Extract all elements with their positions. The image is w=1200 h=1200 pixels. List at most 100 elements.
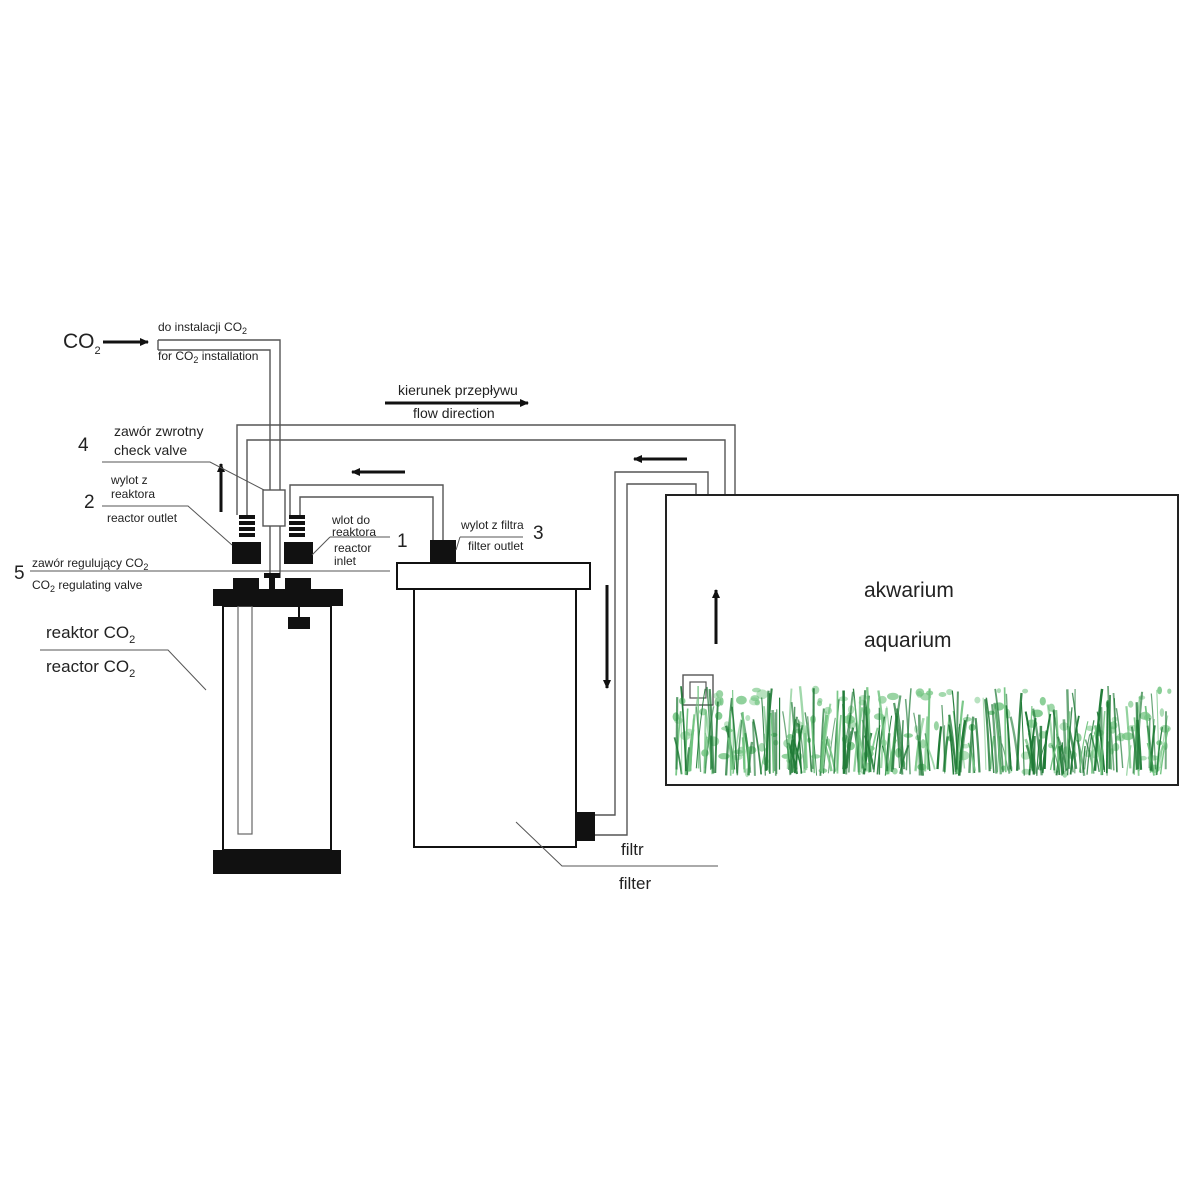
plant-blade bbox=[985, 697, 995, 774]
plant-blade bbox=[885, 733, 891, 772]
plant-blade bbox=[904, 698, 911, 775]
reactor-label-en: reactor CO2 bbox=[46, 657, 135, 680]
plant-blade bbox=[1150, 693, 1157, 770]
plant-blade bbox=[1100, 711, 1106, 774]
plant-leaf bbox=[749, 697, 760, 706]
filter-label-pl: filtr bbox=[621, 840, 644, 859]
plant-blade bbox=[899, 744, 910, 774]
plant-blade bbox=[797, 723, 803, 774]
plant-blade bbox=[905, 688, 912, 771]
plant-blade bbox=[1159, 727, 1170, 775]
regulating-valve-number: 5 bbox=[14, 563, 25, 584]
flow-direction-label-pl: kierunek przepływu bbox=[398, 382, 518, 398]
plant-blade bbox=[876, 716, 886, 775]
plant-blade bbox=[890, 695, 902, 773]
plant-leaf bbox=[713, 692, 719, 699]
plant-blade bbox=[703, 712, 707, 769]
reactor-outlet-fitting bbox=[232, 515, 261, 564]
check-valve-number: 4 bbox=[78, 435, 89, 456]
plant-blade bbox=[806, 716, 812, 772]
co2-installation-label-en: for CO2 installation bbox=[158, 349, 258, 365]
plant-leaf bbox=[816, 700, 823, 707]
plant-blade bbox=[1091, 735, 1094, 774]
plant-blade bbox=[984, 699, 991, 772]
reactor-inlet-label-en-1: reactor bbox=[334, 541, 371, 555]
plant-leaf bbox=[1022, 688, 1029, 694]
plant-leaf bbox=[1157, 686, 1162, 695]
plant-blade bbox=[821, 703, 832, 771]
reactor-inlet-number: 1 bbox=[397, 531, 408, 552]
filter-to-reactor-pipe bbox=[289, 484, 444, 540]
plant-blade bbox=[1020, 702, 1025, 776]
plant-blade bbox=[960, 714, 969, 773]
plant-blade bbox=[1125, 745, 1132, 776]
plant-blade bbox=[1051, 744, 1061, 776]
plant-leaf bbox=[715, 711, 723, 720]
reactor-inlet-label-en-2: inlet bbox=[334, 554, 357, 568]
plant-leaf bbox=[915, 688, 925, 697]
plant-blade bbox=[747, 741, 754, 776]
plant-leaf bbox=[736, 695, 747, 705]
plant-blade bbox=[761, 697, 766, 776]
plant-blade bbox=[1135, 702, 1140, 770]
plant-leaf bbox=[1039, 696, 1046, 706]
filter-label-en: filter bbox=[619, 874, 651, 893]
plant-blade bbox=[974, 717, 981, 773]
plant-blade bbox=[948, 724, 955, 775]
plant-leaf bbox=[933, 721, 939, 731]
plant-blade bbox=[994, 688, 1004, 773]
plant-leaf bbox=[754, 699, 760, 706]
leader-lines bbox=[30, 461, 718, 867]
plant-blade bbox=[1136, 719, 1143, 770]
check-valve bbox=[262, 489, 286, 527]
plant-blade bbox=[827, 717, 836, 774]
plant-leaf bbox=[946, 688, 953, 696]
reactor-outlet-label-pl-1: wylot z bbox=[110, 473, 148, 487]
plant-blade bbox=[770, 712, 774, 773]
plant-blade bbox=[680, 711, 683, 775]
plant-blade bbox=[1093, 688, 1104, 771]
reactor-body bbox=[213, 578, 343, 874]
plant-leaf bbox=[892, 767, 898, 775]
plant-blade bbox=[1106, 700, 1115, 771]
plant-blade bbox=[942, 736, 949, 772]
check-valve-label-pl: zawór zwrotny bbox=[114, 423, 203, 439]
filter-outlet-fitting bbox=[430, 540, 456, 563]
plant-blade bbox=[1082, 746, 1086, 773]
plant-blade bbox=[853, 707, 864, 772]
plant-blade bbox=[810, 716, 816, 774]
plant-blade bbox=[786, 688, 793, 770]
plant-blade bbox=[1159, 715, 1169, 769]
plant-blade bbox=[1043, 730, 1048, 770]
plant-blade bbox=[774, 712, 777, 776]
plant-leaf bbox=[758, 742, 765, 752]
plant-blade bbox=[822, 736, 829, 774]
plant-leaf bbox=[1128, 700, 1134, 708]
plant-leaf bbox=[974, 696, 981, 704]
plant-blade bbox=[948, 714, 958, 772]
reactor-inlet-fitting bbox=[284, 515, 313, 564]
plant-blade bbox=[833, 699, 840, 774]
plant-blade bbox=[765, 690, 770, 771]
plant-blade bbox=[1156, 727, 1163, 775]
plant-blade bbox=[993, 704, 1002, 775]
plant-blade bbox=[955, 691, 959, 770]
filter-inlet-fitting bbox=[576, 812, 595, 841]
plant-blade bbox=[918, 714, 922, 776]
plant-leaf bbox=[745, 715, 751, 721]
reactor-label-pl: reaktor CO2 bbox=[46, 623, 135, 646]
plant-blade bbox=[861, 690, 867, 769]
plant-leaf bbox=[752, 687, 761, 693]
plant-blade bbox=[863, 700, 872, 772]
reactor-outlet-number: 2 bbox=[84, 492, 95, 513]
plant-blade bbox=[968, 716, 975, 773]
plant-blade bbox=[782, 711, 791, 776]
plant-leaf bbox=[719, 697, 724, 706]
plant-blade bbox=[732, 689, 735, 773]
reactor-outlet-label-en: reactor outlet bbox=[107, 511, 178, 525]
plant-blade bbox=[793, 724, 804, 774]
filter-outlet-number: 3 bbox=[533, 523, 544, 544]
plant-blade bbox=[900, 720, 904, 769]
plant-blade bbox=[1156, 689, 1160, 771]
plant-blade bbox=[1107, 685, 1112, 770]
